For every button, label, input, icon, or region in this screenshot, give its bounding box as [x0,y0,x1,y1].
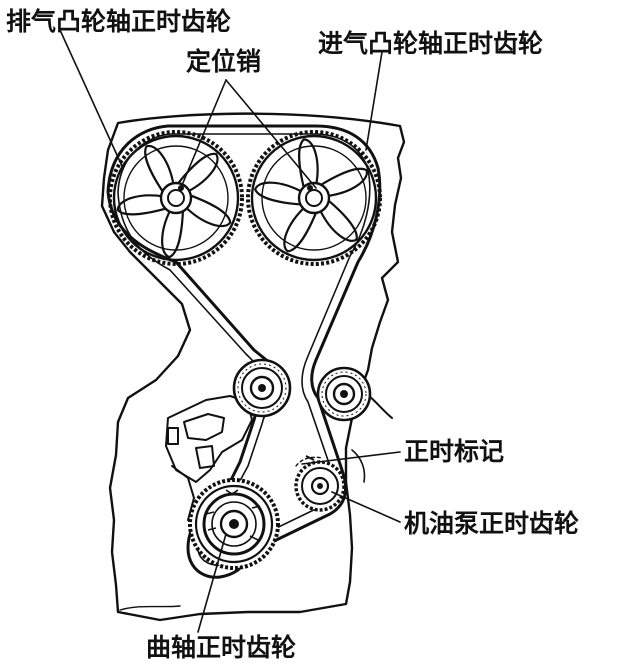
label-oil-pump-gear: 机油泵正时齿轮 [404,509,579,538]
label-intake-cam-gear: 进气凸轮轴正时齿轮 [318,29,543,58]
idler-pulley-left [234,360,290,416]
intake-cam-gear [248,132,380,264]
exhaust-cam-gear [110,132,242,264]
label-locating-pin: 定位销 [186,47,261,76]
idler-pulley-right [318,368,370,420]
label-exhaust-cam-gear: 排气凸轮轴正时齿轮 [6,7,231,36]
crank-gear [190,480,278,568]
label-crank-gear: 曲轴正时齿轮 [146,633,296,662]
label-timing-mark: 正时标记 [404,437,504,466]
